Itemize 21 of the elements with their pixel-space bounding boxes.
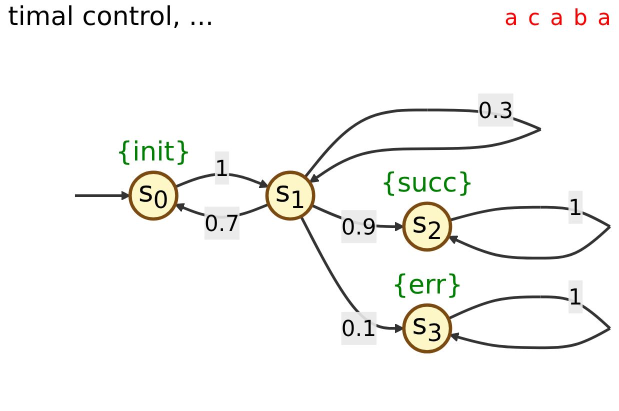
action-label: b <box>574 6 588 31</box>
node-circle: s$_{0}$ <box>128 170 178 221</box>
edge-label: 0.9 <box>341 213 376 240</box>
edge-label: 0.3 <box>478 96 514 124</box>
state-label: {init} <box>116 136 192 168</box>
node-circle: s$_{1}$ <box>265 170 316 221</box>
edge-label: 1 <box>214 154 229 182</box>
action-label: c <box>528 6 540 31</box>
arrow <box>74 190 131 200</box>
action-label: a <box>504 6 518 31</box>
action-label: a <box>598 6 611 31</box>
edge-label: 1 <box>568 284 582 310</box>
node-circle: s$_{3}$ <box>402 303 452 354</box>
heading-text: timal control, ... <box>8 2 214 32</box>
edge-label: 1 <box>568 194 582 221</box>
state-label: {succ} <box>380 168 474 198</box>
action-label: a <box>550 6 564 31</box>
edge-label: 0.1 <box>341 315 376 342</box>
edge-label: 0.7 <box>204 210 240 236</box>
state-label: {err} <box>392 269 463 300</box>
node-circle: s$_{2}$ <box>402 202 452 252</box>
